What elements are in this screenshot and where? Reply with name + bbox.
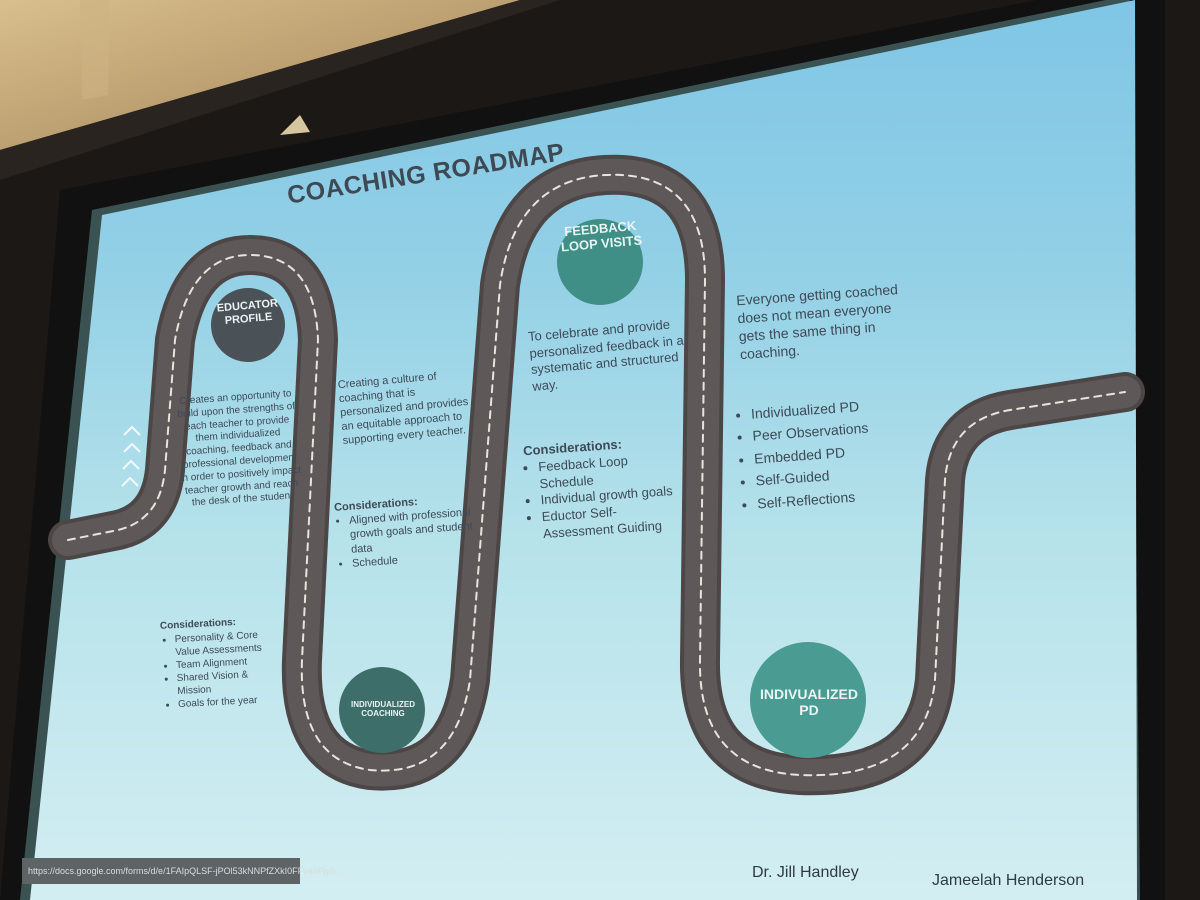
stop-label-individualized-coaching: INDIVIDUALIZED COACHING: [340, 700, 426, 718]
chevron-up-icons: [121, 425, 141, 487]
stop-circle-individualized-coaching: [339, 667, 425, 753]
pd-list: Individualized PD Peer Observations Embe…: [736, 393, 903, 516]
feedback-description: To celebrate and provide personalized fe…: [527, 316, 685, 394]
educator-profile-considerations: Considerations: Personality & Core Value…: [160, 615, 275, 711]
coaching-description: Creating a culture of coaching that is p…: [337, 370, 469, 448]
list-item: Personality & Core Value Assessments: [174, 628, 271, 659]
stop-label-line1: INDIVUALIZED: [760, 686, 858, 702]
considerations-list: Aligned with professional growth goals a…: [335, 505, 477, 572]
stop-circle-educator-profile: [211, 288, 285, 362]
stop-label-line2: COACHING: [361, 709, 405, 719]
url-caption[interactable]: https://docs.google.com/forms/d/e/1FAIpQ…: [22, 858, 343, 884]
feedback-considerations: Considerations: Feedback Loop Schedule I…: [523, 433, 680, 544]
stop-label-individualized-pd: INDIVUALIZED PD: [750, 686, 868, 718]
stop-circle-individualized-pd: [750, 642, 866, 758]
pd-description: Everyone getting coached does not mean e…: [735, 281, 899, 362]
considerations-list: Personality & Core Value Assessments Tea…: [160, 628, 274, 712]
author-name: Dr. Jill Handley: [752, 864, 859, 881]
considerations-list: Feedback Loop Schedule Individual growth…: [524, 449, 680, 544]
educator-profile-description: Creates an opportunity to build upon the…: [177, 388, 302, 509]
coaching-considerations: Considerations: Aligned with professiona…: [334, 491, 477, 572]
stop-circle-feedback-loop: [557, 219, 643, 305]
stop-label-line2: PD: [799, 702, 819, 719]
author-name: Jameelah Henderson: [932, 872, 1085, 889]
stop-label-line1: INDIVIDUALIZED: [351, 700, 415, 709]
road-center-line: [67, 173, 1126, 777]
pd-items: Individualized PD Peer Observations Embe…: [736, 393, 903, 516]
